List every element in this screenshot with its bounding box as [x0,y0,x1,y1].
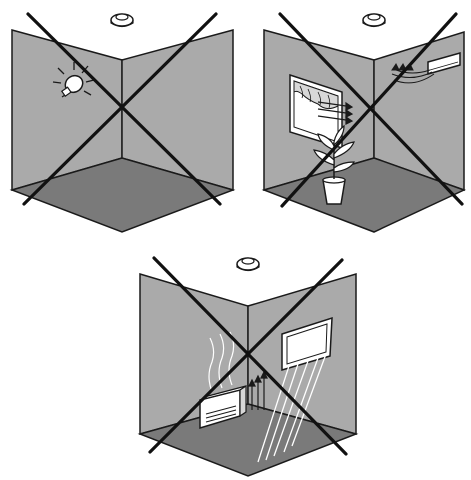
room-corner [140,274,356,476]
smoke-detector-icon [111,14,133,27]
panel-heater-sunlight [140,258,356,476]
panel-light-source [12,14,233,232]
smoke-detector-icon [363,14,385,27]
panel-window-plant-air-conditioner [264,14,464,232]
smoke-detector-icon [237,258,259,271]
room-corner [12,30,233,232]
